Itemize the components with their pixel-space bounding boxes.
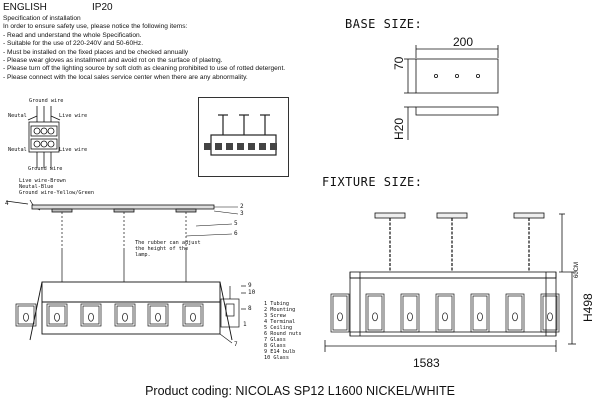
lamp-shade [505,293,525,333]
spec-title: Specification of installation [3,15,81,22]
rubber-note: The rubber can adjust the height of the … [135,240,201,258]
spec-line: - Please connect with the local sales se… [3,73,248,81]
lamp-shade [114,303,136,327]
terminal-block [27,106,61,168]
spec-line: In order to ensure safety use, please no… [3,23,188,31]
product-coding: Product coding: NICOLAS SP12 L1600 NICKE… [145,384,455,398]
bulb-icon [88,312,94,322]
bulb-icon [547,312,553,322]
bulb-icon [512,312,518,322]
lamp-shade [182,303,204,327]
bulb-icon [155,312,161,322]
bulb-icon [23,312,29,322]
callout-6: 6 [234,230,238,237]
lamp-shade [147,303,169,327]
base-height: H20 [392,117,406,140]
live-wire-label: Live wire [59,113,88,119]
fixture-height: H498 [581,293,595,322]
parts-list-item: 4 Terminal [264,319,296,325]
ground-wire-top-label: Ground wire [29,98,64,104]
parts-list-item: 9 E14 bulb [264,349,296,355]
bulb-icon [407,312,413,322]
parts-list-item: 3 Screw [264,313,286,319]
bulb-icon [122,312,128,322]
spec-line: - Read and understand the whole Specific… [3,31,142,39]
lamp-shade [330,293,350,333]
neutral-label: Neutal [8,113,27,119]
parts-list-item: 6 Round nuts [264,331,302,337]
spec-line: - Please wear gloves as installment and … [3,57,223,65]
lamp-shade [470,293,490,333]
neutral-label-2: Neutal [8,147,27,153]
ground-wire-bottom-label: Ground wire [28,166,63,172]
lamp-shade [540,293,560,333]
lamp-shade [15,303,37,327]
spec-line: - Please turn off the lighting source by… [3,65,286,73]
fixture-width: 1583 [413,356,440,370]
lamp-shade [46,303,68,327]
parts-list-item: 5 Ceiling [264,325,293,331]
live-wire-label-2: Live wire [59,147,88,153]
callout-10: 10 [248,289,256,296]
bulb-icon [190,312,196,322]
specification-block: Specification of installation In order t… [3,15,333,82]
ground-yg-label: Ground wire-Yellow/Green [19,190,94,196]
callout-5: 5 [234,220,238,227]
spec-lines: In order to ensure safety use, please no… [3,23,333,82]
language-label: ENGLISH [3,2,47,13]
spec-line: - Suitable for the use of 220-240V and 5… [3,40,144,48]
callout-9: 9 [248,282,252,289]
lamp-shade [435,293,455,333]
bulb-icon [337,312,343,322]
live-brown-label: Live wire-Brown [19,178,66,184]
neutral-blue-label: Neutal-Blue [19,184,54,190]
bulb-icon [477,312,483,322]
lamp-shade [400,293,420,333]
callout-3: 3 [240,210,244,217]
ip-rating: IP20 [92,2,113,13]
base-size-title: BASE SIZE: [345,17,423,31]
fixture-thumbnail [198,97,289,177]
parts-list-item: 10 Glass [264,355,289,361]
bulb-icon [442,312,448,322]
parts-list-item: 2 Mounting [264,307,296,313]
callout-2: 2 [240,203,244,210]
parts-list-item: 7 Glass [264,337,286,343]
callout-1: 1 [243,321,247,328]
part-detail [220,285,246,328]
base-depth: 70 [392,56,406,70]
parts-list-item: 8 Glass [264,343,286,349]
parts-list-item: 1 Tubing [264,301,289,307]
bulb-icon [372,312,378,322]
callout-8: 8 [248,305,252,312]
lamp-shade [80,303,102,327]
callout-4: 4 [5,200,9,207]
ceiling-bar [31,204,215,213]
bulb-icon [54,312,60,322]
spec-line: - Must be installed on the fixed places … [3,48,189,56]
installation-diagram [5,106,246,344]
fixture-shades [330,293,560,333]
base-size-drawing [404,45,499,140]
lamp-shades [15,303,204,327]
base-width: 200 [453,35,474,49]
fixture-size-title: FIXTURE SIZE: [322,175,423,189]
fixture-drop: 60CM [574,261,580,278]
lamp-shade [365,293,385,333]
callout-7: 7 [234,341,238,348]
fixture-size-drawing [324,212,576,352]
fixture-rails [29,281,233,341]
